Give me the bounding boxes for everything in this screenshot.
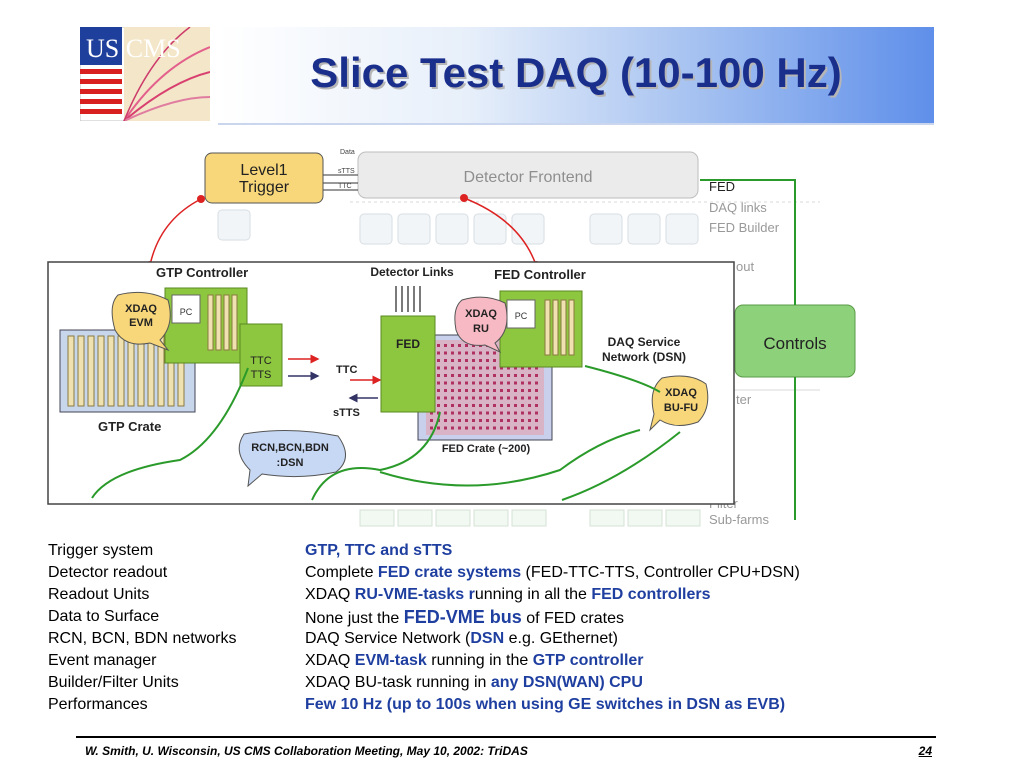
highlight-text: FED-VME bus — [403, 607, 522, 627]
side-daq-links-label: DAQ links — [709, 200, 767, 215]
highlight-text: GTP, TTC and sTTS — [305, 542, 453, 559]
table-row: Data to Surface None just the FED-VME bus… — [48, 606, 1008, 628]
controls-label: Controls — [763, 334, 826, 353]
row-label: Detector readout — [48, 564, 168, 581]
daq-diagram: Detector Frontend Data sTTS TTC Level1 T… — [47, 149, 856, 527]
table-row: Event manager XDAQ EVM-task running in th… — [48, 650, 1008, 672]
level1-trigger-label: Level1 — [240, 162, 287, 179]
detector-links-label: Detector Links — [370, 265, 454, 279]
ttc-tts-label: TTC — [250, 355, 271, 367]
table-row: Detector readout Complete FED crate syste… — [48, 562, 1008, 584]
fed-crate-label: FED Crate (~200) — [442, 443, 531, 455]
footer-rule — [76, 736, 936, 738]
highlight-text: Few 10 Hz (up to 100s when using GE swit… — [305, 696, 786, 713]
xdaq-evm-label: XDAQ — [125, 303, 157, 315]
xdaq-bufu-label-2: BU-FU — [664, 402, 698, 414]
gtp-controller-label: GTP Controller — [156, 265, 248, 280]
fed-controller-label: FED Controller — [494, 267, 586, 282]
side-filter-label: ter — [736, 392, 752, 407]
title-banner: Slice Test DAQ (10-100 Hz) — [218, 27, 934, 125]
gtp-crate-label: GTP Crate — [98, 419, 161, 434]
table-row: Performances Few 10 Hz (up to 100s when u… — [48, 694, 1008, 716]
plain-text: (FED-TTC-TTS, Controller CPU+DSN) — [521, 564, 800, 581]
plain-text: of FED crates — [521, 610, 624, 627]
xdaq-ru-label-2: RU — [473, 323, 489, 335]
signal-stts-label: sTTS — [338, 168, 355, 175]
xdaq-bufu-label: XDAQ — [665, 387, 697, 399]
plain-text: running in the — [426, 652, 533, 669]
stts-label: sTTS — [333, 407, 360, 419]
level1-trigger-box — [204, 152, 324, 204]
daq-service-label-2: Network (DSN) — [602, 350, 686, 364]
row-value: XDAQ BU-task running in any DSN(WAN) CPU — [305, 672, 1008, 694]
row-value: Complete FED crate systems (FED-TTC-TTS,… — [305, 562, 1008, 584]
detector-frontend-label: Detector Frontend — [464, 169, 593, 186]
highlight-text: FED crate systems — [377, 564, 522, 581]
row-label: Readout Units — [48, 586, 150, 603]
side-subfarms-label: Sub-farms — [709, 512, 769, 527]
daq-service-label: DAQ Service — [608, 335, 681, 349]
us-cms-logo: US CMS — [80, 27, 210, 121]
row-label: Builder/Filter Units — [48, 674, 179, 691]
highlight-text: FED controllers — [591, 586, 711, 603]
row-label: Data to Surface — [48, 608, 160, 625]
row-value: XDAQ EVM-task running in the GTP control… — [305, 650, 1008, 672]
page-title: Slice Test DAQ (10-100 Hz) — [310, 49, 842, 96]
side-readout-label: out — [736, 259, 754, 274]
plain-text: XDAQ — [305, 652, 355, 669]
plain-text: e.g. GEthernet) — [504, 630, 618, 647]
rcn-bubble-label: RCN,BCN,BDN — [251, 442, 329, 454]
level1-trigger-label-2: Trigger — [239, 179, 290, 196]
rcn-bubble-label-2: :DSN — [277, 457, 304, 469]
pc-left-label: PC — [180, 307, 193, 317]
table-row: Builder/Filter Units XDAQ BU-task running… — [48, 672, 1008, 694]
row-label: Performances — [48, 696, 148, 713]
fed-board-label: FED — [396, 337, 420, 351]
plain-text: unning in all the — [474, 586, 592, 603]
signal-data-label: Data — [340, 149, 355, 156]
ttc-label: TTC — [336, 364, 357, 376]
row-label: Trigger system — [48, 542, 154, 559]
side-fed-label: FED — [709, 179, 735, 194]
pc-right-label: PC — [515, 311, 528, 321]
footer-text: W. Smith, U. Wisconsin, US CMS Collabora… — [85, 744, 528, 758]
highlight-text: GTP controller — [532, 652, 644, 669]
signal-ttc-label: TTC — [338, 183, 352, 190]
highlight-text: any DSN(WAN) CPU — [490, 674, 643, 691]
table-row: RCN, BCN, BDN networks DAQ Service Networ… — [48, 628, 1008, 650]
row-value: XDAQ RU-VME-tasks running in all the FED… — [305, 584, 1008, 606]
highlight-text: RU-VME-tasks r — [354, 586, 475, 603]
row-value: None just the FED-VME bus of FED crates — [305, 606, 1008, 628]
plain-text: Complete — [305, 564, 378, 581]
row-value: GTP, TTC and sTTS — [305, 540, 1008, 562]
ttc-tts-label-2: TTS — [251, 369, 272, 381]
xdaq-ru-label: XDAQ — [465, 308, 497, 320]
side-fed-builder-label: FED Builder — [709, 220, 780, 235]
plain-text: None just the — [305, 610, 404, 627]
row-value: DAQ Service Network (DSN e.g. GEthernet) — [305, 628, 1008, 650]
xdaq-evm-label-2: EVM — [129, 317, 153, 329]
row-value: Few 10 Hz (up to 100s when using GE swit… — [305, 694, 1008, 716]
row-label: RCN, BCN, BDN networks — [48, 630, 237, 647]
row-label: Event manager — [48, 652, 157, 669]
highlight-text: DSN — [470, 630, 505, 647]
table-row: Trigger system GTP, TTC and sTTS — [48, 540, 1008, 562]
logo-text: US CMS — [86, 34, 181, 63]
info-table: Trigger system GTP, TTC and sTTS Detector … — [48, 540, 1008, 716]
page-number: 24 — [918, 744, 932, 758]
plain-text: DAQ Service Network ( — [305, 630, 471, 647]
table-row: Readout Units XDAQ RU-VME-tasks running i… — [48, 584, 1008, 606]
plain-text: XDAQ — [305, 586, 355, 603]
highlight-text: EVM-task — [354, 652, 427, 669]
plain-text: XDAQ BU-task running in — [305, 674, 491, 691]
